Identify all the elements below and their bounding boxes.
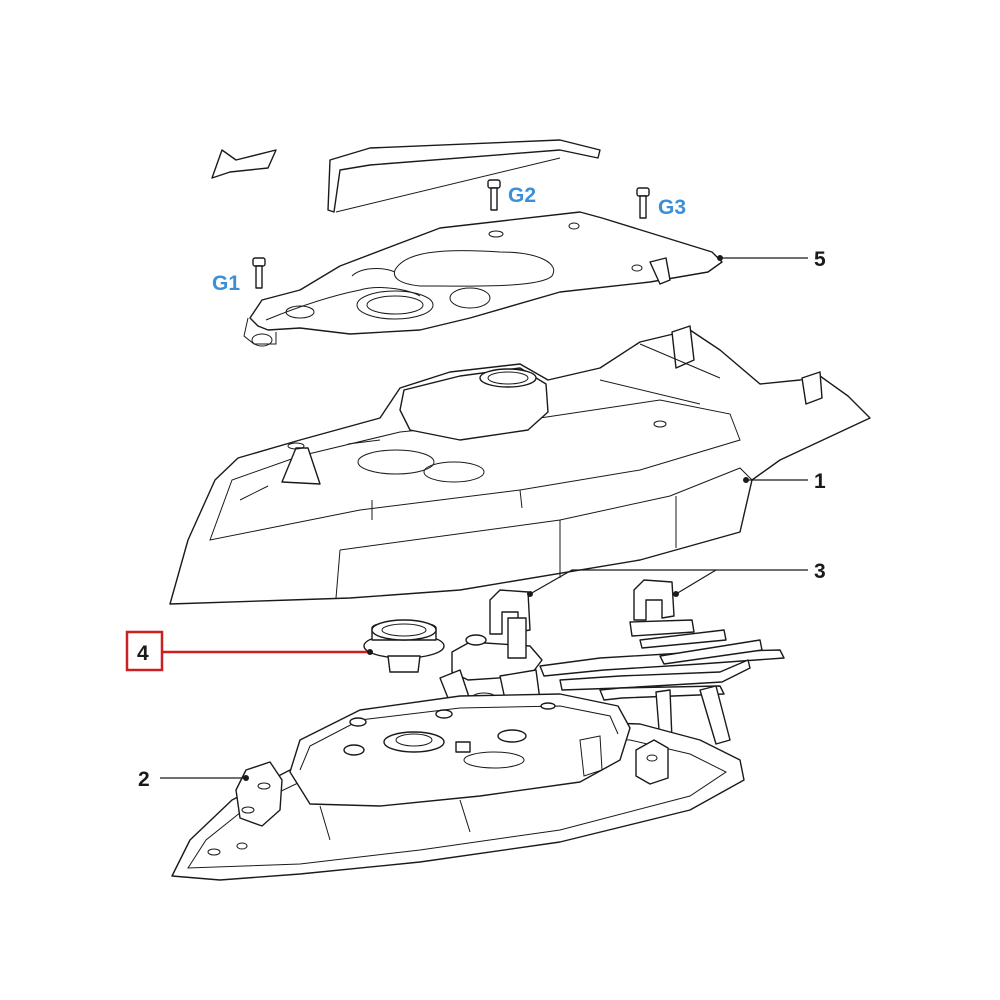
screw-g3-icon xyxy=(636,187,650,219)
screw-label-g3: G3 xyxy=(658,196,686,219)
valve-seat xyxy=(363,619,445,673)
leader-lines xyxy=(160,255,808,781)
screw-g2-icon xyxy=(487,179,501,211)
callout-4-highlight-box xyxy=(125,630,164,672)
screw-label-g2: G2 xyxy=(508,184,536,207)
callout-3: 3 xyxy=(814,560,826,583)
callout-1: 1 xyxy=(814,470,826,493)
callout-2: 2 xyxy=(138,768,150,791)
callout-4: 4 xyxy=(137,642,149,665)
top-cover-fragment xyxy=(211,139,601,213)
soleplate xyxy=(171,693,745,881)
gasket-plate xyxy=(243,211,723,347)
screw-label-g1: G1 xyxy=(212,272,240,295)
highlight-leader-dot xyxy=(367,649,373,655)
callout-5: 5 xyxy=(814,248,826,271)
wire-harness xyxy=(539,619,785,745)
screw-g1-icon xyxy=(252,257,266,289)
clip-right xyxy=(633,579,675,621)
main-housing xyxy=(169,325,871,605)
